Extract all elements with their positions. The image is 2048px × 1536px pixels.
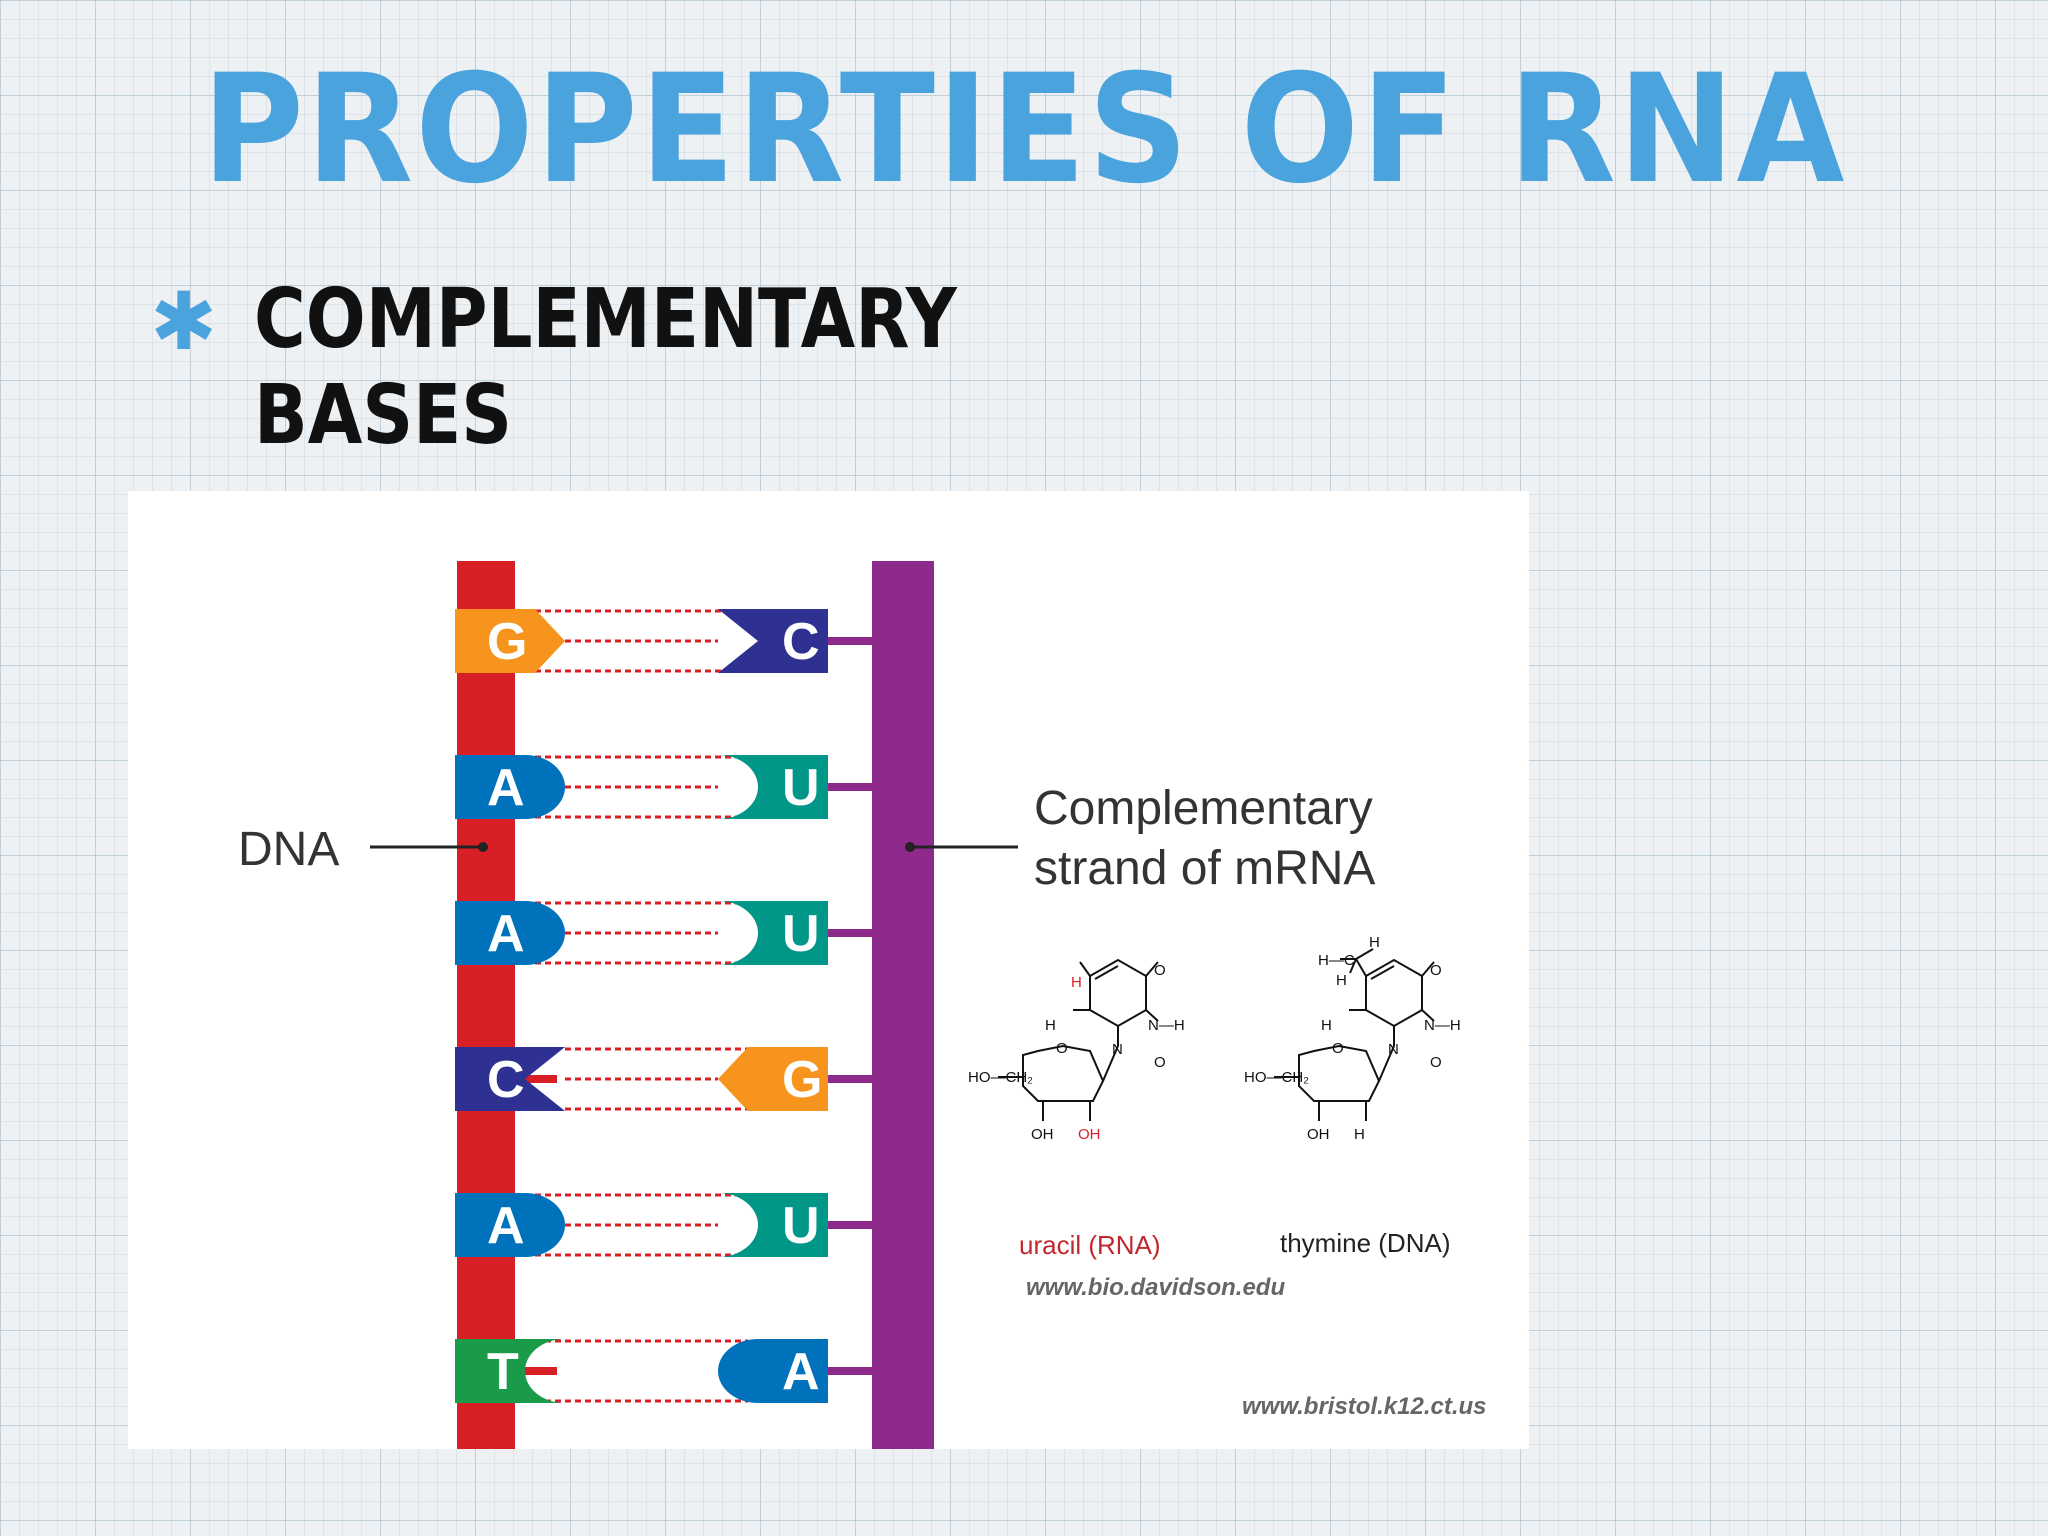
rna-rung	[824, 929, 874, 937]
base-letter-right: C	[782, 613, 820, 671]
base-right-U	[718, 755, 828, 819]
credit-davidson: www.bio.davidson.edu	[1026, 1274, 1285, 1301]
base-letter-left: A	[487, 905, 525, 963]
base-left-A	[455, 755, 565, 819]
base-right-U	[718, 901, 828, 965]
dna-rung	[513, 1367, 557, 1375]
thymine-caption: thymine (DNA)	[1280, 1228, 1450, 1258]
credit-bristol: www.bristol.k12.ct.us	[1242, 1393, 1487, 1420]
uracil-atom-n: N	[1112, 1041, 1123, 1058]
base-letter-left: G	[487, 613, 527, 671]
base-left-G	[455, 609, 565, 673]
thymine-hoch2: HO—CH₂	[1244, 1069, 1309, 1086]
base-letter-left: T	[487, 1343, 519, 1401]
dna-rung	[513, 1075, 557, 1083]
uracil-oh-red: OH	[1078, 1126, 1101, 1143]
rna-rung	[824, 783, 874, 791]
base-right-A	[718, 1339, 828, 1403]
base-letter-right: U	[782, 905, 820, 963]
thymine-atom-o-top: O	[1430, 962, 1442, 979]
uracil-caption: uracil (RNA)	[1019, 1230, 1161, 1260]
uracil-hoch2: HO—CH₂	[968, 1069, 1033, 1086]
thymine-atom-h-left: H	[1321, 1017, 1332, 1034]
thymine-structure: H H—C H O H N—H N O HO—CH₂ O OH H	[1244, 934, 1461, 1143]
base-left-A	[455, 901, 565, 965]
base-left-T	[455, 1339, 565, 1403]
thymine-atom-h-mid: H	[1336, 972, 1347, 989]
thymine-atom-o-bottom: O	[1430, 1054, 1442, 1071]
uracil-oh-left: OH	[1031, 1126, 1054, 1143]
bullet-text: COMPLEMENTARY BASES	[254, 272, 957, 463]
thymine-oh: OH	[1307, 1126, 1330, 1143]
base-left-A	[455, 1193, 565, 1257]
thymine-atom-h-top: H	[1369, 934, 1380, 951]
base-right-U	[718, 1193, 828, 1257]
rna-rung	[824, 637, 874, 645]
uracil-atom-o-top: O	[1154, 962, 1166, 979]
rna-rung	[824, 1075, 874, 1083]
uracil-atom-h-red: H	[1071, 974, 1082, 991]
base-letter-left: C	[487, 1051, 525, 1109]
rna-rung	[824, 1221, 874, 1229]
thymine-ring-o: O	[1332, 1040, 1344, 1057]
thymine-atom-hc: H—C	[1318, 952, 1355, 969]
base-right-C	[718, 609, 828, 673]
base-letter-right: U	[782, 759, 820, 817]
dna-pointer-dot	[478, 842, 488, 852]
base-letter-left: A	[487, 1197, 525, 1255]
uracil-ring-o: O	[1056, 1040, 1068, 1057]
uracil-structure: H O H N—H N O HO—CH₂ O OH OH	[968, 958, 1185, 1143]
base-letter-right: A	[782, 1343, 820, 1401]
mrna-backbone	[872, 561, 934, 1449]
bullet-asterisk-icon: ✱	[150, 275, 218, 368]
base-letter-right: G	[782, 1051, 822, 1109]
base-letter-left: A	[487, 759, 525, 817]
base-letter-right: U	[782, 1197, 820, 1255]
uracil-atom-nh: N—H	[1148, 1017, 1185, 1034]
mrna-pointer-dot	[905, 842, 915, 852]
uracil-atom-o-bottom: O	[1154, 1054, 1166, 1071]
mrna-label-line1: Complementary	[1034, 782, 1373, 835]
thymine-atom-n: N	[1388, 1041, 1399, 1058]
thymine-atom-nh: N—H	[1424, 1017, 1461, 1034]
mrna-label-line2: strand of mRNA	[1034, 842, 1375, 895]
dna-label: DNA	[238, 823, 339, 876]
base-right-G	[718, 1047, 828, 1111]
rna-rung	[824, 1367, 874, 1375]
slide-title: PROPERTIES OF RNA	[201, 43, 1847, 217]
base-left-C	[455, 1047, 565, 1111]
uracil-atom-h-left: H	[1045, 1017, 1056, 1034]
thymine-h-bottom: H	[1354, 1126, 1365, 1143]
dna-backbone	[457, 561, 515, 1449]
